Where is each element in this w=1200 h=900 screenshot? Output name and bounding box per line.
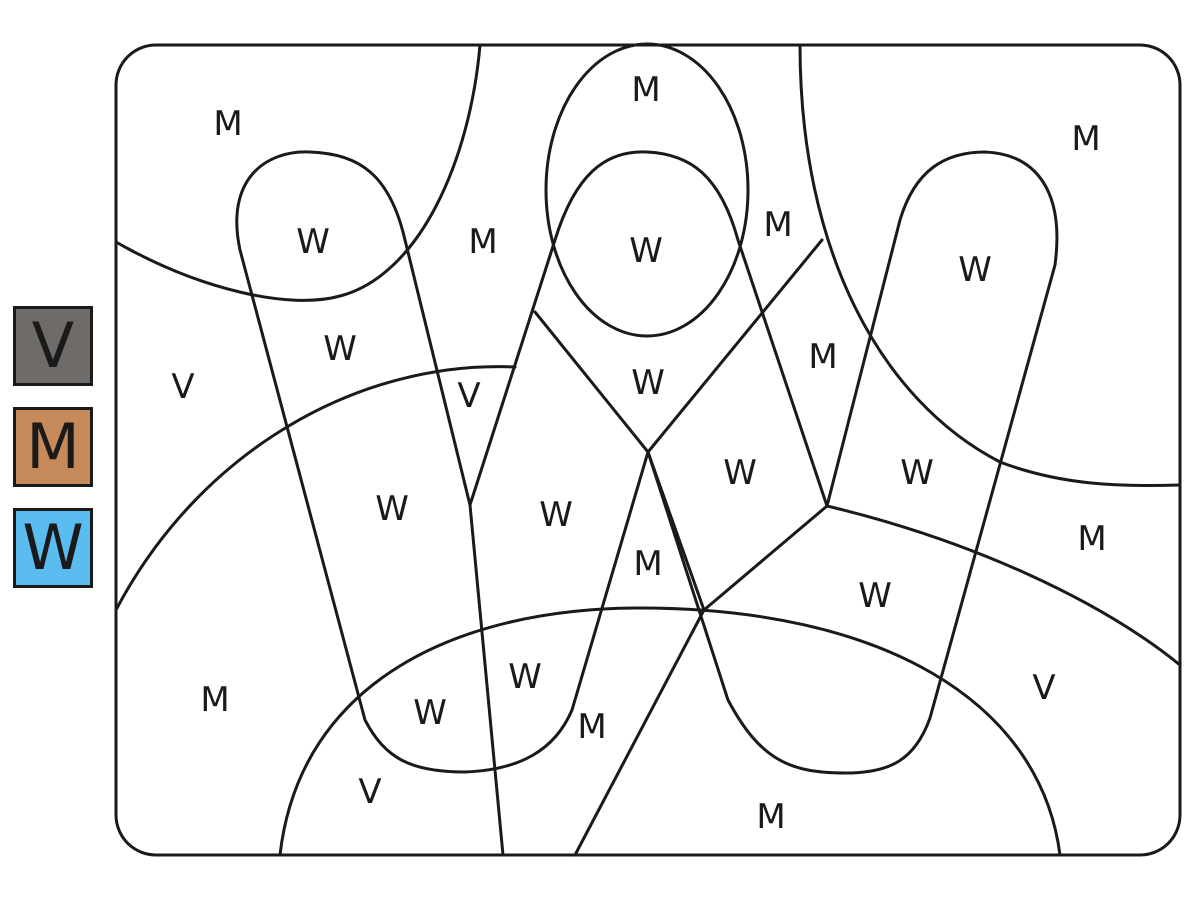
region-label: W (413, 693, 447, 733)
region-labels: M M M W M W M W W V V W M W W W W M M W … (171, 70, 1106, 837)
region-label: M (1077, 519, 1106, 559)
region-label: M (1071, 119, 1100, 159)
region-label: M (756, 797, 785, 837)
outline-ellipse-top (544, 42, 750, 338)
puzzle-outlines (114, 42, 1182, 857)
outline-divider-1 (533, 238, 824, 454)
region-label: M (468, 222, 497, 262)
region-label: W (900, 453, 934, 493)
legend-swatch-m: M (13, 407, 93, 487)
outline-arc-top-left (114, 43, 482, 302)
legend-swatch-w: W (13, 508, 93, 588)
region-label: W (629, 231, 663, 271)
region-label: W (539, 495, 573, 535)
region-label: V (1032, 668, 1055, 708)
region-label: W (375, 489, 409, 529)
outline-divider-4 (573, 608, 706, 857)
region-label: M (633, 544, 662, 584)
region-label: W (323, 329, 357, 369)
region-label: M (631, 70, 660, 110)
region-label: W (958, 250, 992, 290)
region-label: W (508, 657, 542, 697)
region-label: M (763, 205, 792, 245)
region-label: W (631, 363, 665, 403)
region-label: M (577, 707, 606, 747)
outline-letter-w (235, 150, 1059, 775)
legend-swatch-v: V (13, 306, 93, 386)
region-label: W (858, 576, 892, 616)
region-label: V (457, 376, 480, 416)
region-label: M (213, 104, 242, 144)
region-label: V (171, 367, 194, 407)
region-label: V (358, 772, 381, 812)
outline-divider-2 (468, 503, 505, 857)
outline-arc-top-right (798, 43, 1182, 488)
outline-arc-bottom (278, 606, 1062, 857)
region-label: W (723, 453, 757, 493)
region-label: W (296, 222, 330, 262)
region-label: M (200, 680, 229, 720)
outline-arc-left (114, 365, 517, 612)
region-label: M (808, 337, 837, 377)
outline-arc-bottom-right (825, 504, 1182, 667)
